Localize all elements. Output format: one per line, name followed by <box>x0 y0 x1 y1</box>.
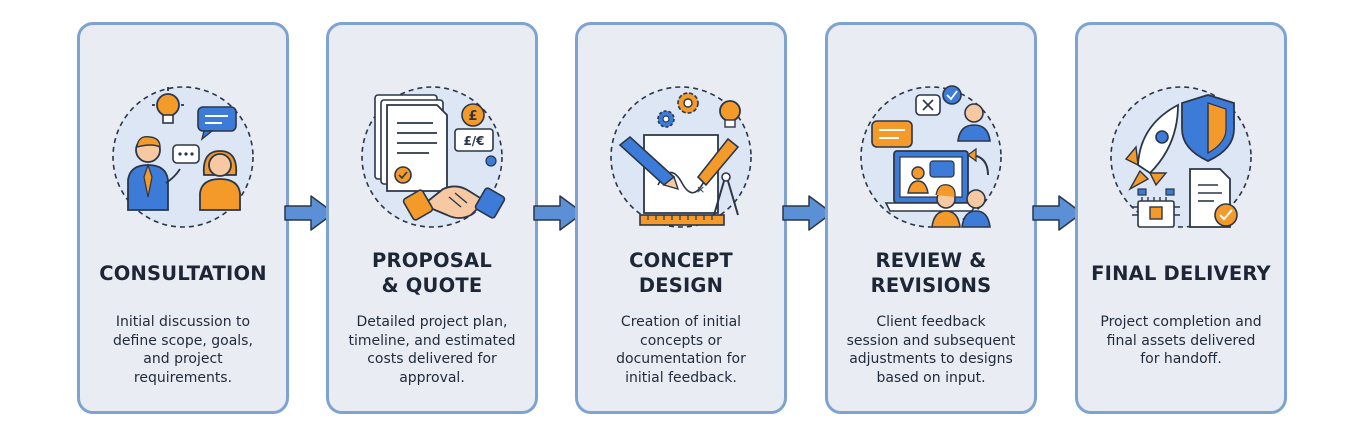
arrow-right-icon <box>1031 193 1085 233</box>
step-description: Detailed project plan, timeline, and est… <box>348 314 516 386</box>
step-card-consultation: CONSULTATION Initial discussion to defin… <box>77 22 289 414</box>
people-meeting-icon <box>80 65 286 245</box>
step-card-review: REVIEW & REVISIONS Client feedback sessi… <box>825 22 1037 414</box>
step-title: FINAL DELIVERY <box>1091 261 1271 285</box>
arrow-right-icon <box>283 193 337 233</box>
svg-text:×: × <box>696 183 705 196</box>
step-description: Project completion and final assets deli… <box>1100 314 1262 367</box>
arrow-right-icon <box>532 193 586 233</box>
step-title: CONCEPT DESIGN <box>629 249 733 297</box>
step-description: Creation of initial concepts or document… <box>616 314 746 386</box>
rocket-shield-icon <box>1078 65 1284 245</box>
step-card-final-delivery: FINAL DELIVERY Project completion and fi… <box>1075 22 1287 414</box>
step-card-concept-design: × CONCEPT DESIGN Creation of initial con… <box>575 22 787 414</box>
arrow-right-icon <box>781 193 835 233</box>
step-card-proposal: £ £/€ PROPOSAL & QUOTE Detailed project … <box>326 22 538 414</box>
pencil-blueprint-icon: × <box>578 65 784 245</box>
feedback-laptop-icon <box>828 65 1034 245</box>
step-description: Client feedback session and subsequent a… <box>846 314 1016 386</box>
step-title: REVIEW & REVISIONS <box>870 249 992 297</box>
step-description: Initial discussion to define scope, goal… <box>113 314 253 386</box>
currency-tag-text: £/€ <box>463 134 484 148</box>
step-title: PROPOSAL & QUOTE <box>372 249 492 297</box>
document-handshake-icon: £ £/€ <box>329 65 535 245</box>
step-title: CONSULTATION <box>99 261 267 285</box>
pound-icon-text: £ <box>468 109 477 124</box>
